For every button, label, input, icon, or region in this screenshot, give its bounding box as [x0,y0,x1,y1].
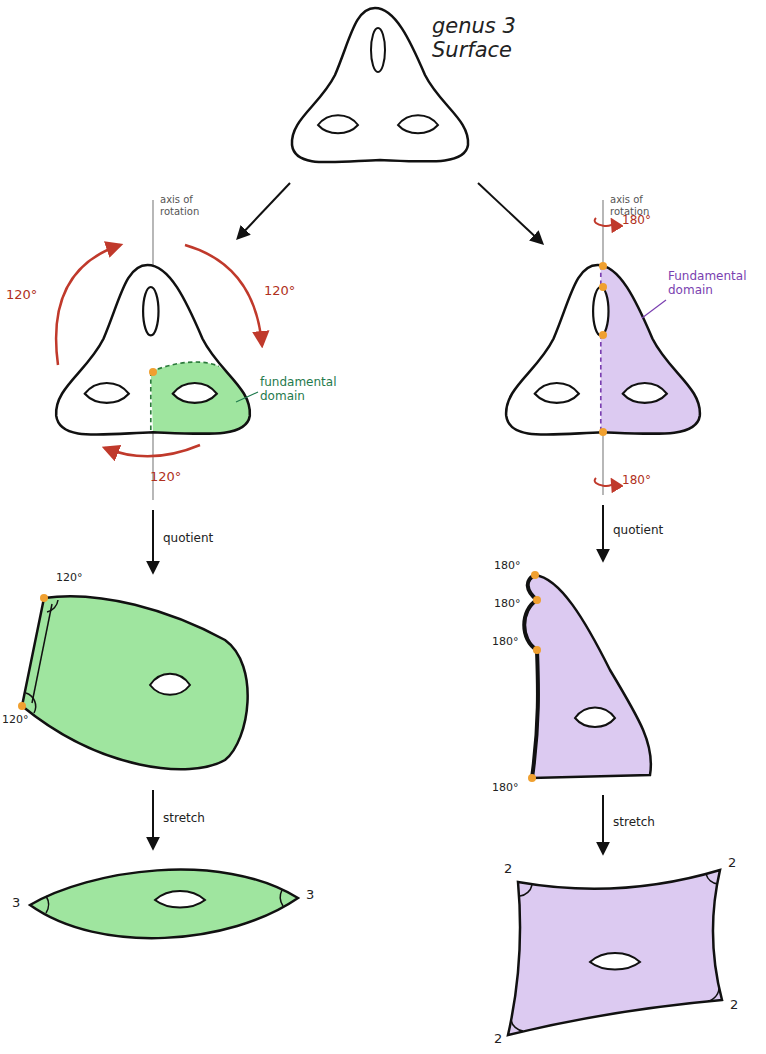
hole [318,115,358,133]
orbifold-outline [508,870,722,1035]
cut-line [150,372,152,433]
cone-angle-arc [706,874,718,884]
quotient-orbifold-3 [18,594,248,769]
cone-point [18,702,26,710]
rotation-angle: 120° [150,470,181,485]
orbifold-outline [30,870,298,939]
cone-point [533,646,541,654]
rotation-arrow [105,445,200,456]
cut-line [151,362,219,372]
rotation-arrow [56,245,120,365]
leader-line [236,392,258,402]
cone-angle: 180° [494,560,521,573]
fundamental-domain-label: Fundamental domain [668,270,758,298]
hole [371,28,385,72]
cone-angle-arc [708,986,719,1001]
arrow [238,183,290,238]
fixed-point [149,368,157,376]
fixed-point [599,283,607,291]
fixed-point [599,262,607,270]
cone-order: 3 [306,888,314,903]
orbifold-outline [524,575,651,778]
arrow-label: quotient [163,532,213,546]
cone-order: 2 [494,1032,502,1047]
arrow [152,510,154,572]
hole [593,287,608,335]
mirror-edge [524,575,538,778]
surface-outline [56,265,250,435]
fundamental-domain-label: fundamental domain [260,376,340,404]
hole [535,383,579,403]
rotation-angle: 120° [264,284,295,299]
hole [575,708,615,728]
arrow [478,183,542,243]
cone-angle: 120° [2,714,29,727]
rotation-angle: 180° [622,214,651,228]
fundamental-domain-fill [151,362,250,434]
cone-angle-arc [47,600,58,612]
cone-angle: 180° [492,782,519,795]
arrow-label: quotient [613,524,663,538]
hole [143,287,158,335]
rotation-arrow [595,218,613,226]
rotation-angle: 180° [622,474,651,488]
cone-angle-arc [520,885,532,896]
orbifold-outline [22,596,248,769]
hole [623,383,667,403]
stretched-orbifold-3 [30,870,298,939]
leader-line [642,300,666,318]
cone-order: 2 [504,862,512,877]
cone-angle-arc [46,896,48,913]
fixed-point [599,428,607,436]
cone-point [528,774,536,782]
surface-3fold [56,265,250,435]
cone-angle-arc [26,693,36,713]
hole [150,674,190,695]
cone-order: 2 [730,998,738,1013]
cone-angle: 120° [56,572,83,585]
arrow [602,505,604,560]
cone-order: 2 [728,856,736,871]
hole [155,891,205,908]
cone-point [40,594,48,602]
hole [398,115,438,133]
rotation-arrow [185,245,262,345]
stretched-orbifold-2 [508,870,722,1035]
cone-angle: 180° [492,636,519,649]
arrow-label: stretch [613,816,655,830]
cone-angle-arc [280,890,283,906]
arrow [152,790,154,848]
fixed-point [599,331,607,339]
axis-label: axis of rotation [160,194,222,217]
cone-angle: 180° [494,598,521,611]
glued-edge [32,604,52,703]
rotation-angle: 120° [6,288,37,303]
hole [173,383,217,403]
cone-point [533,596,541,604]
hole [590,953,640,970]
title: genus 3 Surface [432,14,532,62]
surface-outline [56,265,250,435]
rotation-arrow [595,478,613,486]
cone-point [531,571,539,579]
cone-angle-arc [511,1020,523,1031]
arrow-label: stretch [163,812,205,826]
hole [85,383,129,403]
arrow [602,795,604,853]
quotient-orbifold-2 [524,571,651,782]
cone-order: 3 [12,896,20,911]
